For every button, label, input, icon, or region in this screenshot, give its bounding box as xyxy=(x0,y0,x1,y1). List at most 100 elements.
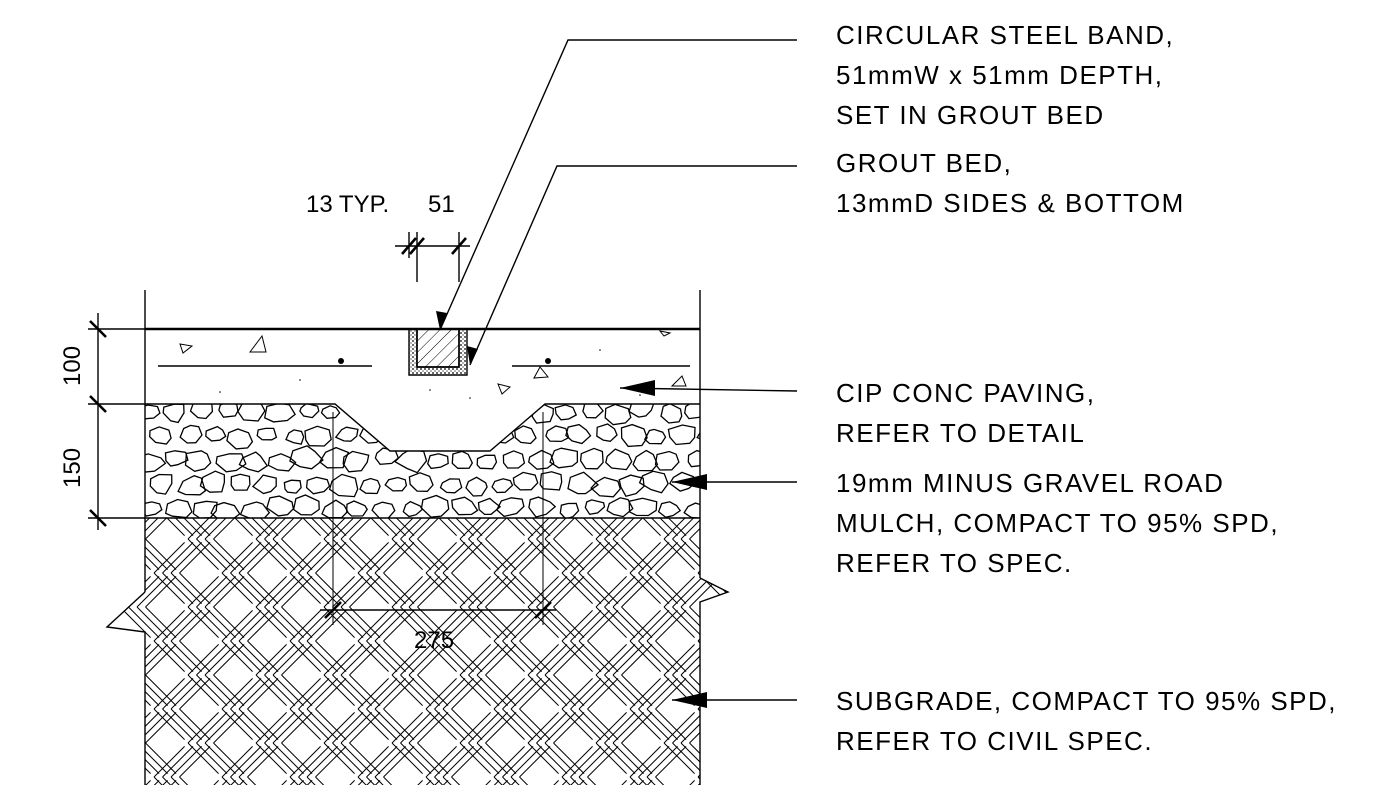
gravel-stone xyxy=(266,495,295,517)
hatch-line xyxy=(476,780,508,785)
gravel-stone xyxy=(539,471,563,491)
gravel-stone xyxy=(164,498,193,518)
hatch-line xyxy=(663,742,695,774)
hatch-line xyxy=(578,640,610,672)
hatch-line xyxy=(502,518,534,536)
gravel-stone xyxy=(527,449,555,470)
gravel-stone xyxy=(179,424,203,444)
hatch-line xyxy=(298,610,330,642)
hatch-line xyxy=(417,576,449,608)
hatch-line xyxy=(323,576,355,608)
hatch-line xyxy=(451,708,483,740)
hatch-line xyxy=(468,538,500,570)
gravel-stone xyxy=(554,404,578,421)
hatch-line xyxy=(391,644,423,676)
hatch-line xyxy=(238,640,270,672)
hatch-line xyxy=(340,780,372,785)
hatch-line xyxy=(706,640,728,672)
gravel-stone xyxy=(549,447,579,469)
hatch-line xyxy=(391,674,423,706)
hatch-line xyxy=(714,542,728,574)
hatch-line xyxy=(340,518,372,540)
gravel-stone xyxy=(189,404,214,420)
hatch-line xyxy=(723,518,728,536)
hatch-line xyxy=(332,576,364,608)
hatch-line xyxy=(595,644,627,676)
gravel-stone xyxy=(696,425,700,443)
hatch-line xyxy=(179,542,211,574)
hatch-line xyxy=(153,610,185,642)
hatch-line xyxy=(357,708,389,740)
hatch-line xyxy=(476,644,508,676)
hatch-line xyxy=(332,538,364,570)
hatch-line xyxy=(519,572,551,604)
hatch-line xyxy=(706,708,728,740)
gravel-stone xyxy=(368,404,396,420)
hatch-line xyxy=(332,780,364,785)
gravel-stone xyxy=(528,496,557,518)
hatch-line xyxy=(400,644,432,676)
hatch-line xyxy=(587,542,619,574)
hatch-line xyxy=(187,518,219,540)
gravel-stone xyxy=(237,404,266,422)
hatch-line xyxy=(323,712,355,744)
hatch-line xyxy=(357,610,389,642)
hatch-line xyxy=(247,708,279,740)
hatch-line xyxy=(128,674,160,706)
hatch-line xyxy=(655,776,687,785)
hatch-line xyxy=(459,538,491,570)
hatch-line xyxy=(697,572,728,604)
hatch-line xyxy=(119,780,151,785)
hatch-line xyxy=(323,742,355,774)
hatch-line xyxy=(298,678,330,710)
hatch-line xyxy=(442,746,474,778)
gravel-stone xyxy=(292,494,320,516)
hatch-line xyxy=(298,640,330,672)
top-dimension xyxy=(395,232,470,282)
gravel-stone xyxy=(605,448,633,471)
gravel-stone xyxy=(149,473,173,495)
hatch-line xyxy=(119,538,151,570)
hatch-line xyxy=(281,538,313,570)
hatch-line xyxy=(170,542,202,574)
hatch-line xyxy=(315,610,347,642)
gravel-stone xyxy=(495,497,525,518)
hatch-line xyxy=(196,742,228,774)
gravel-stone xyxy=(164,450,189,467)
hatch-line xyxy=(306,678,338,710)
gravel-stone xyxy=(632,449,659,472)
hatch-line xyxy=(213,576,245,608)
hatch-line xyxy=(187,606,219,638)
hatch-line xyxy=(621,538,653,570)
hatch-line xyxy=(638,518,670,536)
hatch-line xyxy=(578,708,610,740)
hatch-line xyxy=(298,542,330,574)
hatch-line xyxy=(697,518,728,536)
hatch-line xyxy=(391,712,423,744)
hatch-line xyxy=(468,518,500,540)
hatch-line xyxy=(136,518,168,540)
hatch-line xyxy=(315,518,347,536)
hatch-line xyxy=(663,644,695,676)
hatch-line xyxy=(706,776,728,785)
note-line: 19mm MINUS GRAVEL ROAD xyxy=(836,468,1224,498)
gravel-stone xyxy=(283,479,302,494)
hatch-line xyxy=(357,776,389,785)
hatch-line xyxy=(230,610,262,642)
hatch-line xyxy=(451,746,483,778)
hatch-line xyxy=(357,746,389,778)
gravel-stone xyxy=(618,474,645,497)
steel-band-detail xyxy=(408,328,468,376)
gravel-stone xyxy=(654,450,680,471)
hatch-line xyxy=(697,640,728,672)
gravel-stone xyxy=(318,446,350,469)
hatch-line xyxy=(374,746,406,778)
gravel-stone xyxy=(451,450,474,469)
hatch-line xyxy=(655,678,687,710)
hatch-line xyxy=(315,708,347,740)
hatch-line xyxy=(434,518,466,536)
gravel-stone xyxy=(210,501,241,518)
hatch-line xyxy=(553,742,585,774)
hatch-line xyxy=(162,776,194,785)
hatch-line xyxy=(544,780,576,785)
